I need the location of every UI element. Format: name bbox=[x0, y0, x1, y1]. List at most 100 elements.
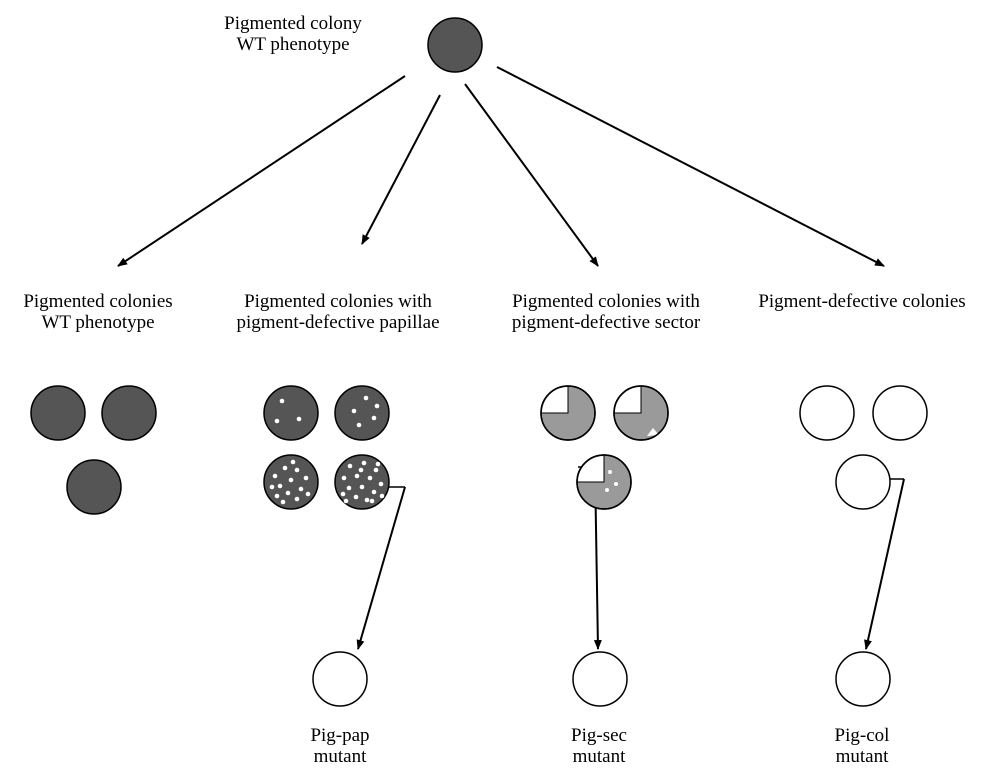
papilla-dot bbox=[378, 481, 384, 487]
branch-3-colony-2 bbox=[835, 454, 891, 510]
papilla-dot bbox=[305, 491, 311, 497]
branch-label-wt: Pigmented colonies WT phenotype bbox=[0, 291, 196, 333]
branch-label-sector: Pigmented colonies with pigment-defectiv… bbox=[486, 291, 726, 333]
papilla-dot bbox=[285, 490, 291, 496]
pigmented-colony bbox=[101, 385, 157, 441]
papilla-dot bbox=[358, 467, 364, 473]
papilla-dot bbox=[351, 408, 357, 414]
papilla-dot bbox=[290, 459, 296, 465]
sector-dot bbox=[605, 488, 609, 492]
papilla-dot bbox=[364, 497, 370, 503]
papilla-dot bbox=[341, 475, 347, 481]
papilla-dot bbox=[298, 486, 304, 492]
papilla-dot bbox=[296, 416, 302, 422]
branch-label-sector-line1: Pigmented colonies with bbox=[512, 291, 700, 312]
arrow-to-mutant-1 bbox=[356, 486, 406, 650]
papilla-dot bbox=[374, 403, 380, 409]
papilla-dot bbox=[277, 483, 283, 489]
arrow-to-mutant-3 bbox=[864, 478, 905, 650]
papilla-dot bbox=[375, 461, 381, 467]
papilla-dot bbox=[373, 467, 379, 473]
branch-label-sector-line2: pigment-defective sector bbox=[511, 312, 701, 333]
papillae-colony bbox=[263, 385, 319, 441]
sector-dot bbox=[596, 477, 600, 481]
papilla-dot bbox=[288, 477, 294, 483]
mutant-label-pap: Pig-pap mutant bbox=[280, 725, 400, 767]
papilla-dot bbox=[356, 422, 362, 428]
defective-colony bbox=[872, 385, 928, 441]
branch-label-defective-line1: Pigment-defective colonies bbox=[758, 291, 966, 312]
papilla-dot bbox=[269, 484, 275, 490]
sectored-colony-outline bbox=[540, 385, 596, 441]
mutant-label-pap-line1: Pig-pap bbox=[310, 725, 370, 746]
mutant-colony-3 bbox=[835, 651, 891, 707]
papilla-dot bbox=[367, 475, 373, 481]
papilla-dot bbox=[274, 418, 280, 424]
root-label: Pigmented colony WT phenotype bbox=[198, 13, 388, 55]
papilla-dot bbox=[279, 398, 285, 404]
mutant-label-col: Pig-col mutant bbox=[802, 725, 922, 767]
branch-label-papillae: Pigmented colonies with pigment-defectiv… bbox=[216, 291, 460, 333]
branch-label-wt-line1: Pigmented colonies bbox=[23, 291, 173, 312]
branch-1-colony-1 bbox=[334, 385, 390, 441]
pigmented-colony bbox=[427, 17, 483, 73]
branch-3-colony-1 bbox=[872, 385, 928, 441]
sector-dot bbox=[614, 482, 618, 486]
papilla-dot bbox=[346, 485, 352, 491]
branch-0-colony-1 bbox=[101, 385, 157, 441]
mutant-label-col-line2: mutant bbox=[835, 746, 889, 767]
defective-colony bbox=[835, 651, 891, 707]
defective-colony bbox=[799, 385, 855, 441]
mutant-colony-2 bbox=[572, 651, 628, 707]
papilla-dot bbox=[282, 465, 288, 471]
defective-sector bbox=[542, 387, 569, 414]
papilla-dot bbox=[354, 473, 360, 479]
branch-1-colony-3 bbox=[334, 454, 390, 510]
branch-label-papillae-line1: Pigmented colonies with bbox=[244, 291, 432, 312]
branch-label-wt-line2: WT phenotype bbox=[41, 312, 155, 333]
root-label-line2: WT phenotype bbox=[236, 34, 350, 55]
arrow-to-papillae bbox=[361, 94, 441, 245]
papillae-colony bbox=[334, 385, 390, 441]
branch-1-colony-0 bbox=[263, 385, 319, 441]
papilla-dot bbox=[272, 473, 278, 479]
papilla-dot bbox=[280, 499, 286, 505]
sectored-colony-outline bbox=[613, 385, 669, 441]
branch-0-colony-2 bbox=[66, 459, 122, 515]
papilla-dot bbox=[294, 496, 300, 502]
branch-2-colony-2 bbox=[576, 454, 632, 510]
branch-2-colony-0 bbox=[540, 385, 596, 441]
root-label-line1: Pigmented colony bbox=[224, 13, 362, 34]
branch-1-colony-2 bbox=[263, 454, 319, 510]
papilla-dot bbox=[371, 489, 377, 495]
defective-colony bbox=[572, 651, 628, 707]
colony-layer bbox=[30, 17, 928, 707]
papilla-dot bbox=[274, 493, 280, 499]
pigmented-colony bbox=[66, 459, 122, 515]
mutant-label-sec: Pig-sec mutant bbox=[539, 725, 659, 767]
sector-dot bbox=[608, 470, 612, 474]
sectored-colony-outline bbox=[576, 454, 632, 510]
papilla-dot bbox=[363, 395, 369, 401]
papilla-dot bbox=[347, 463, 353, 469]
branch-0-colony-0 bbox=[30, 385, 86, 441]
branch-label-defective: Pigment-defective colonies bbox=[734, 291, 990, 312]
branch-label-papillae-line2: pigment-defective papillae bbox=[236, 312, 440, 333]
arrow-to-sector bbox=[464, 83, 599, 267]
root-colony bbox=[427, 17, 483, 73]
papilla-dot bbox=[379, 493, 385, 499]
mutant-label-pap-line2: mutant bbox=[313, 746, 367, 767]
defective-colony bbox=[312, 651, 368, 707]
papilla-dot bbox=[294, 467, 300, 473]
defective-colony bbox=[835, 454, 891, 510]
branch-2-colony-1 bbox=[613, 385, 669, 441]
arrow-to-wt bbox=[117, 75, 406, 267]
branch-3-colony-0 bbox=[799, 385, 855, 441]
arrow-to-defective bbox=[496, 66, 885, 267]
papilla-dot bbox=[371, 415, 377, 421]
papilla-dot bbox=[359, 484, 365, 490]
defective-sector bbox=[615, 387, 642, 414]
papilla-dot bbox=[340, 491, 346, 497]
papilla-dot bbox=[353, 494, 359, 500]
